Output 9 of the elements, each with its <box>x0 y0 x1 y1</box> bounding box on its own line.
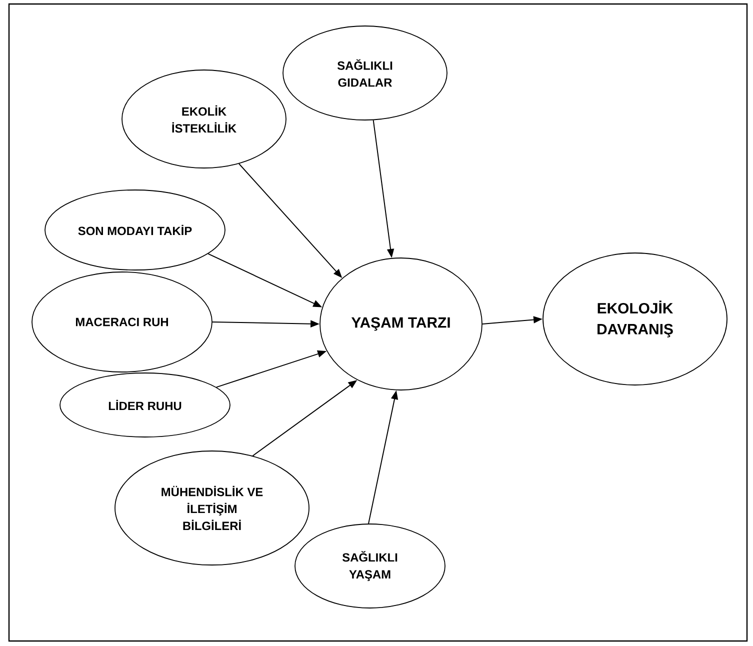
ellipse-node: MÜHENDİSLİK VE İLETİŞİM BİLGİLERİ <box>114 450 310 566</box>
ellipse-node: LİDER RUHU <box>60 372 230 438</box>
ellipse-node: MACERACI RUH <box>32 272 212 372</box>
ellipse-node: SON MODAYI TAKİP <box>44 190 226 270</box>
ellipse-node: SAĞLIKLI GIDALAR <box>282 26 448 120</box>
ellipse-node: EKOLİK İSTEKLİLİK <box>122 70 286 168</box>
ellipse-node: SAĞLIKLI YAŞAM <box>294 524 446 608</box>
ellipse-node: EKOLOJİK DAVRANIŞ <box>542 252 728 386</box>
ellipse-node: YAŞAM TARZI <box>320 258 482 390</box>
